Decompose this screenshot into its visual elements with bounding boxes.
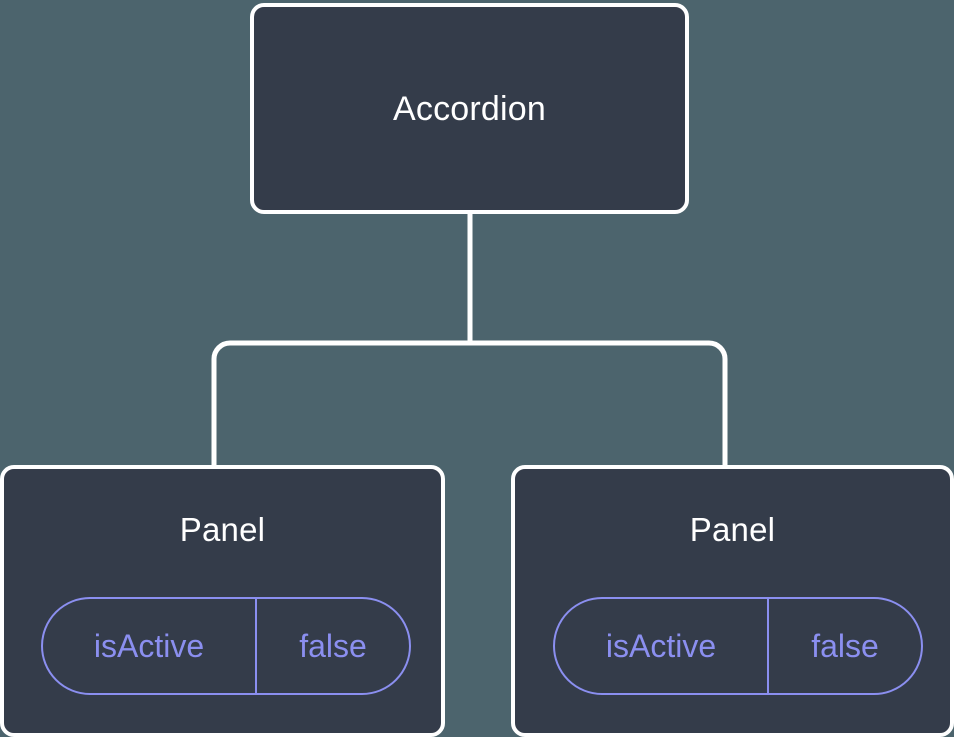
prop-value-1: false xyxy=(299,628,367,664)
prop-key-1: isActive xyxy=(43,599,257,693)
node-panel-2[interactable]: Panel isActive false xyxy=(511,465,954,737)
prop-pill-1[interactable]: isActive false xyxy=(41,597,411,695)
connector-branch-left xyxy=(211,340,470,470)
node-panel-1-label: Panel xyxy=(179,511,266,548)
node-accordion-label: Accordion xyxy=(393,89,546,128)
node-panel-1[interactable]: Panel isActive false xyxy=(0,465,445,737)
node-panel-2-label: Panel xyxy=(689,511,776,548)
node-accordion[interactable]: Accordion xyxy=(250,3,689,214)
prop-value-2: false xyxy=(811,628,879,664)
connector-branch-right xyxy=(470,340,728,470)
prop-key-2: isActive xyxy=(555,599,769,693)
prop-pill-2[interactable]: isActive false xyxy=(553,597,923,695)
